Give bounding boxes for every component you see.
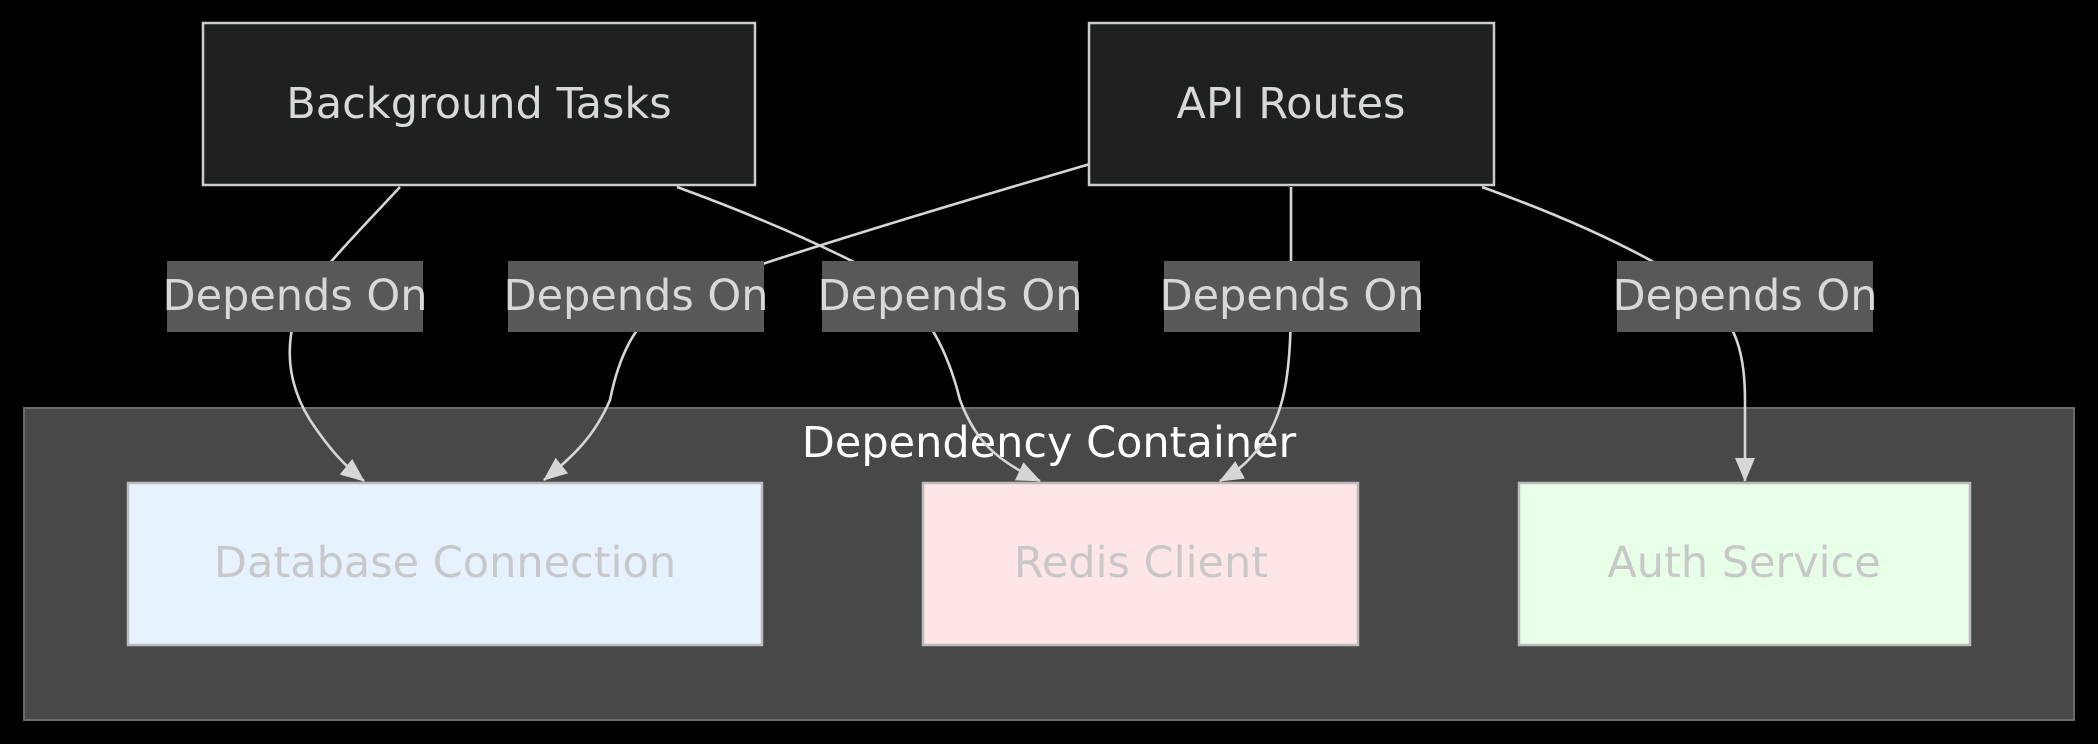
edge-label-box: [167, 261, 423, 332]
edge-label-box: [822, 261, 1078, 332]
node-auth-service[interactable]: Auth Service: [1517, 481, 1972, 647]
node-database-connection-label: Database Connection: [214, 538, 676, 588]
dependency-container-title: Dependency Container: [802, 418, 1297, 468]
edge-label-text: Depends On: [1612, 271, 1877, 321]
node-api-routes[interactable]: API Routes: [1087, 21, 1496, 187]
edge-label-text: Depends On: [817, 271, 1082, 321]
edge-label-api-routes-to-database: Depends On: [503, 261, 769, 332]
edge-label-text: Depends On: [503, 271, 768, 321]
edge-label-box: [1617, 261, 1873, 332]
node-redis-client-box[interactable]: [921, 481, 1360, 647]
edge-api-routes-to-redis: [1219, 187, 1293, 483]
node-background-tasks-label: Background Tasks: [286, 79, 671, 129]
edge-label-background-tasks-to-database: Depends On: [162, 261, 428, 332]
edge-label-background-tasks-to-redis: Depends On: [817, 261, 1083, 332]
node-redis-client[interactable]: Redis Client: [921, 481, 1360, 647]
node-redis-client-label: Redis Client: [1014, 538, 1268, 588]
edge-label-api-routes-to-auth: Depends On: [1612, 261, 1878, 332]
edge-label-text: Depends On: [162, 271, 427, 321]
edge-label-box: [1164, 261, 1420, 332]
node-auth-service-box[interactable]: [1517, 481, 1972, 647]
node-auth-service-label: Auth Service: [1607, 538, 1880, 588]
node-background-tasks-box[interactable]: [201, 21, 757, 187]
node-api-routes-label: API Routes: [1177, 79, 1406, 129]
node-api-routes-box[interactable]: [1087, 21, 1496, 187]
node-background-tasks[interactable]: Background Tasks: [201, 21, 757, 187]
edge-label-box: [508, 261, 764, 332]
edge-background-tasks-to-database: [288, 186, 401, 483]
node-database-connection[interactable]: Database Connection: [126, 481, 764, 647]
node-database-connection-box[interactable]: [126, 481, 764, 647]
edge-label-api-routes-to-redis: Depends On: [1159, 261, 1425, 332]
edge-label-text: Depends On: [1159, 271, 1424, 321]
edge-labels: Depends On Depends On Depends On Depends…: [162, 261, 1878, 332]
